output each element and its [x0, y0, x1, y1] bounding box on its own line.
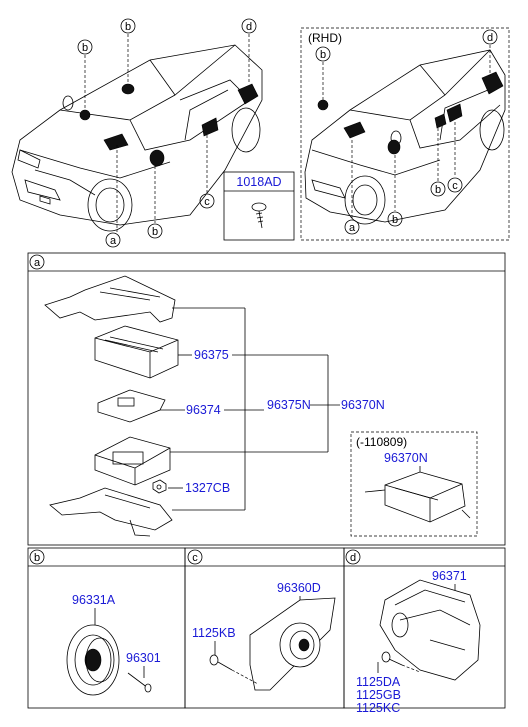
part-number-1327CB: 1327CB	[185, 481, 230, 495]
section-a: a	[27, 252, 506, 546]
section-b-letter: b	[34, 552, 40, 564]
callout-d: d	[246, 21, 252, 33]
variant-box-title: (-110809)	[356, 435, 407, 449]
screw-icon	[251, 202, 267, 229]
callout-a: a	[349, 222, 356, 234]
part-number-96370N-variant: 96370N	[384, 451, 428, 465]
part-number-1125GB: 1125GB	[356, 688, 401, 702]
section-c-letter: c	[192, 552, 198, 564]
callout-b: b	[392, 214, 398, 226]
variant-box: (-110809) 96370N	[350, 431, 478, 537]
upper-bracket	[44, 275, 176, 323]
rhd-label: (RHD)	[308, 31, 342, 45]
tweeter-96360D	[249, 597, 336, 691]
subwoofer-96371	[379, 579, 481, 681]
amplifier-96375	[94, 325, 179, 379]
nut-1327CB	[152, 479, 167, 494]
part-number-96360D: 96360D	[277, 581, 321, 595]
part-number-96375: 96375	[194, 348, 229, 362]
callout-b: b	[320, 49, 326, 61]
callout-a: a	[110, 235, 117, 247]
callout-d: d	[487, 32, 493, 44]
callout-c: c	[204, 196, 210, 208]
callout-b: b	[152, 226, 158, 238]
part-number-1125KC: 1125KC	[356, 701, 400, 715]
board-96374	[97, 389, 166, 423]
part-number-1125DA: 1125DA	[356, 675, 401, 689]
bolt-1125KB	[209, 654, 259, 685]
screw-96301	[127, 672, 152, 693]
section-c: c 96360D 1125KB	[184, 547, 345, 709]
callout-c: c	[452, 180, 458, 192]
callout-b: b	[125, 21, 131, 33]
section-d: d 96371 1125DA 1125GB 1125KC	[343, 547, 506, 715]
part-number-96375N: 96375N	[267, 398, 311, 412]
part-number-96301: 96301	[126, 651, 161, 665]
part-number-1018AD: 1018AD	[236, 175, 281, 189]
left-car-illustration	[11, 44, 263, 232]
lower-bracket	[49, 487, 173, 537]
part-number-96370N: 96370N	[341, 398, 385, 412]
left-car-callouts: b b d a b c	[77, 18, 257, 248]
bolt-1125DA	[381, 651, 421, 673]
speaker-96331A	[66, 624, 120, 696]
part-number-1125KB: 1125KB	[192, 626, 236, 640]
part-number-96374: 96374	[186, 403, 221, 417]
part-number-96371: 96371	[432, 569, 467, 583]
section-d-letter: d	[350, 552, 356, 564]
screw-1018AD-box: 1018AD	[223, 171, 295, 241]
part-number-96331A: 96331A	[72, 593, 116, 607]
callout-b: b	[82, 42, 88, 54]
amp-housing	[94, 436, 171, 486]
callout-b: b	[435, 184, 441, 196]
rhd-car-illustration	[304, 49, 506, 225]
rhd-car-callouts: d b a b b c	[315, 29, 498, 235]
rhd-box: (RHD)	[300, 27, 510, 241]
section-a-letter: a	[34, 257, 41, 269]
section-b: b 96331A 96301	[27, 547, 186, 709]
